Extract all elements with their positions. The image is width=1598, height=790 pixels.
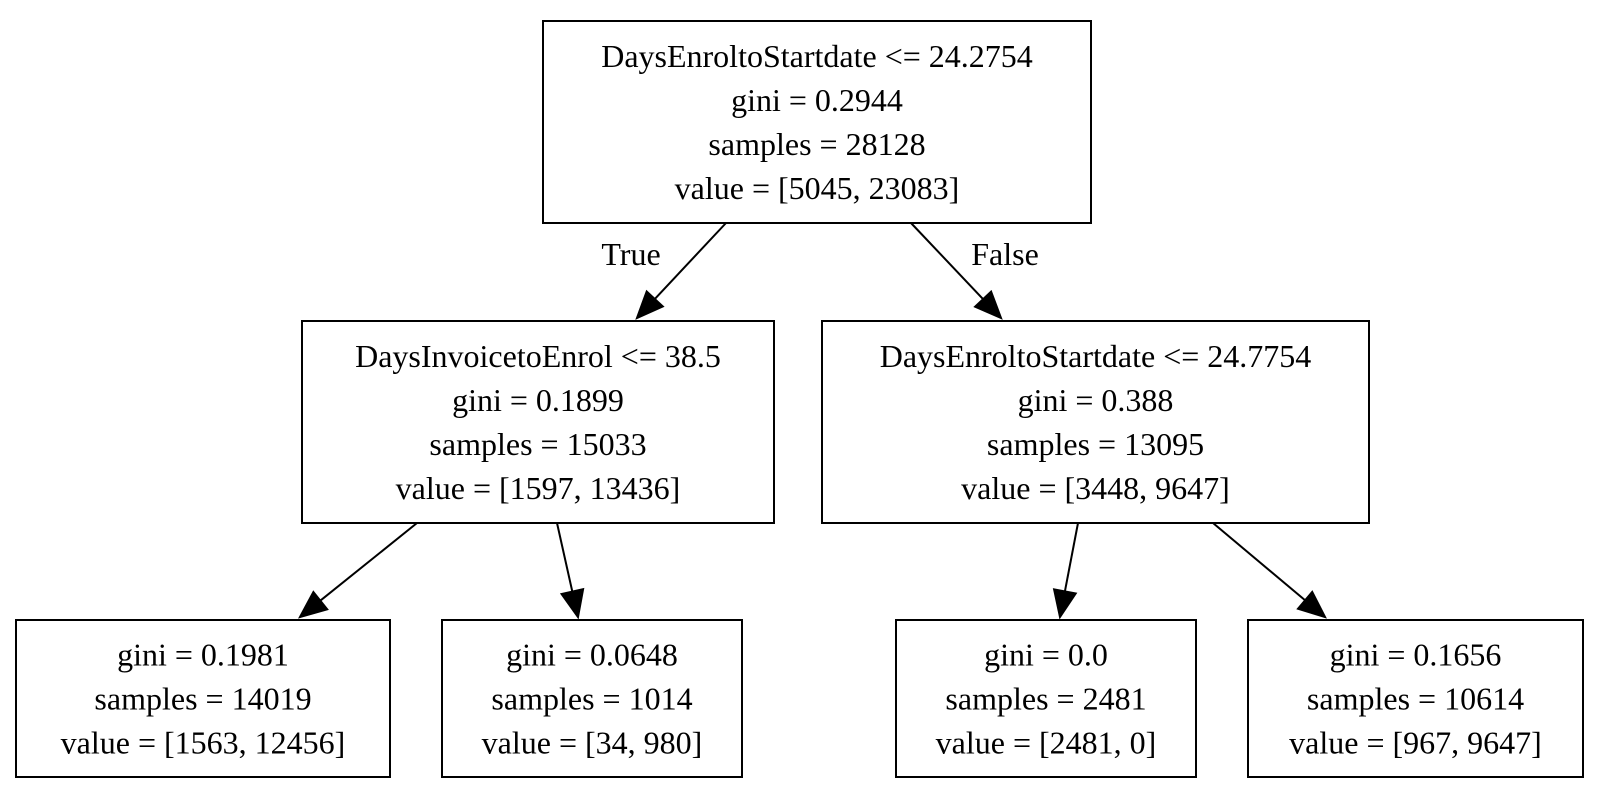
- node-text-line: samples = 15033: [429, 426, 646, 462]
- tree-node-n6: gini = 0.1656 samples = 10614 value = [967…: [1247, 619, 1584, 778]
- edge-line: [556, 522, 574, 592]
- tree-edge-n2-n5: [1052, 522, 1079, 620]
- edge-line: [319, 522, 418, 602]
- arrowhead-icon: [973, 289, 1003, 320]
- node-text-line: gini = 0.0648: [506, 637, 678, 673]
- edge-line: [654, 222, 727, 300]
- node-box: [15, 619, 391, 778]
- node-text-line: gini = 0.0: [984, 637, 1108, 673]
- node-text-line: gini = 0.1981: [117, 637, 289, 673]
- node-box: [441, 619, 743, 778]
- node-text-line: DaysEnroltoStartdate <= 24.2754: [601, 38, 1033, 74]
- arrowhead-icon: [1052, 588, 1078, 620]
- node-text-line: value = [1563, 12456]: [61, 725, 346, 761]
- node-text-line: DaysEnroltoStartdate <= 24.7754: [880, 338, 1312, 374]
- node-text-line: gini = 0.2944: [731, 82, 903, 118]
- tree-node-n2: DaysEnroltoStartdate <= 24.7754 gini = 0.…: [821, 320, 1370, 524]
- tree-edge-n1-n4: [556, 522, 585, 620]
- node-text-line: gini = 0.1656: [1330, 637, 1502, 673]
- node-text-line: samples = 10614: [1307, 681, 1524, 717]
- node-box: [821, 320, 1370, 524]
- node-box: [542, 20, 1092, 224]
- tree-node-n5: gini = 0.0 samples = 2481 value = [2481, 0…: [895, 619, 1197, 778]
- node-text-line: samples = 1014: [491, 681, 692, 717]
- edge-line: [910, 222, 984, 300]
- edge-label: False: [971, 236, 1039, 272]
- node-text-line: value = [2481, 0]: [936, 725, 1157, 761]
- tree-node-n4: gini = 0.0648 samples = 1014 value = [34, …: [441, 619, 743, 778]
- node-text-line: samples = 14019: [94, 681, 311, 717]
- tree-edge-n2-n6: [1212, 522, 1327, 619]
- node-box: [895, 619, 1197, 778]
- edge-line: [1063, 522, 1079, 592]
- node-box: [1247, 619, 1584, 778]
- tree-node-n1: DaysInvoicetoEnrol <= 38.5 gini = 0.1899 s…: [301, 320, 775, 524]
- node-text-line: gini = 0.388: [1018, 382, 1174, 418]
- node-text-line: gini = 0.1899: [452, 382, 624, 418]
- tree-edge-n1-n3: [298, 522, 418, 619]
- node-box: [301, 320, 775, 524]
- nodes-layer: DaysEnroltoStartdate <= 24.2754 gini = 0.…: [15, 20, 1584, 778]
- tree-node-n3: gini = 0.1981 samples = 14019 value = [156…: [15, 619, 391, 778]
- edge-line: [1212, 522, 1306, 602]
- node-text-line: value = [967, 9647]: [1289, 725, 1542, 761]
- tree-node-n0: DaysEnroltoStartdate <= 24.2754 gini = 0.…: [542, 20, 1092, 224]
- node-text-line: value = [5045, 23083]: [675, 170, 960, 206]
- node-text-line: DaysInvoicetoEnrol <= 38.5: [355, 338, 721, 374]
- arrowhead-icon: [298, 590, 329, 619]
- node-text-line: value = [3448, 9647]: [961, 470, 1230, 506]
- arrowhead-icon: [559, 587, 585, 620]
- node-text-line: samples = 28128: [708, 126, 925, 162]
- edges-layer: True False: [298, 222, 1327, 620]
- arrowhead-icon: [1296, 590, 1327, 619]
- arrowhead-icon: [635, 289, 665, 320]
- node-text-line: samples = 2481: [945, 681, 1146, 717]
- node-text-line: value = [34, 980]: [482, 725, 703, 761]
- tree-edge-n0-n1: True: [601, 222, 727, 320]
- tree-edge-n0-n2: False: [910, 222, 1039, 320]
- node-text-line: samples = 13095: [987, 426, 1204, 462]
- node-text-line: value = [1597, 13436]: [396, 470, 681, 506]
- edge-label: True: [601, 236, 660, 272]
